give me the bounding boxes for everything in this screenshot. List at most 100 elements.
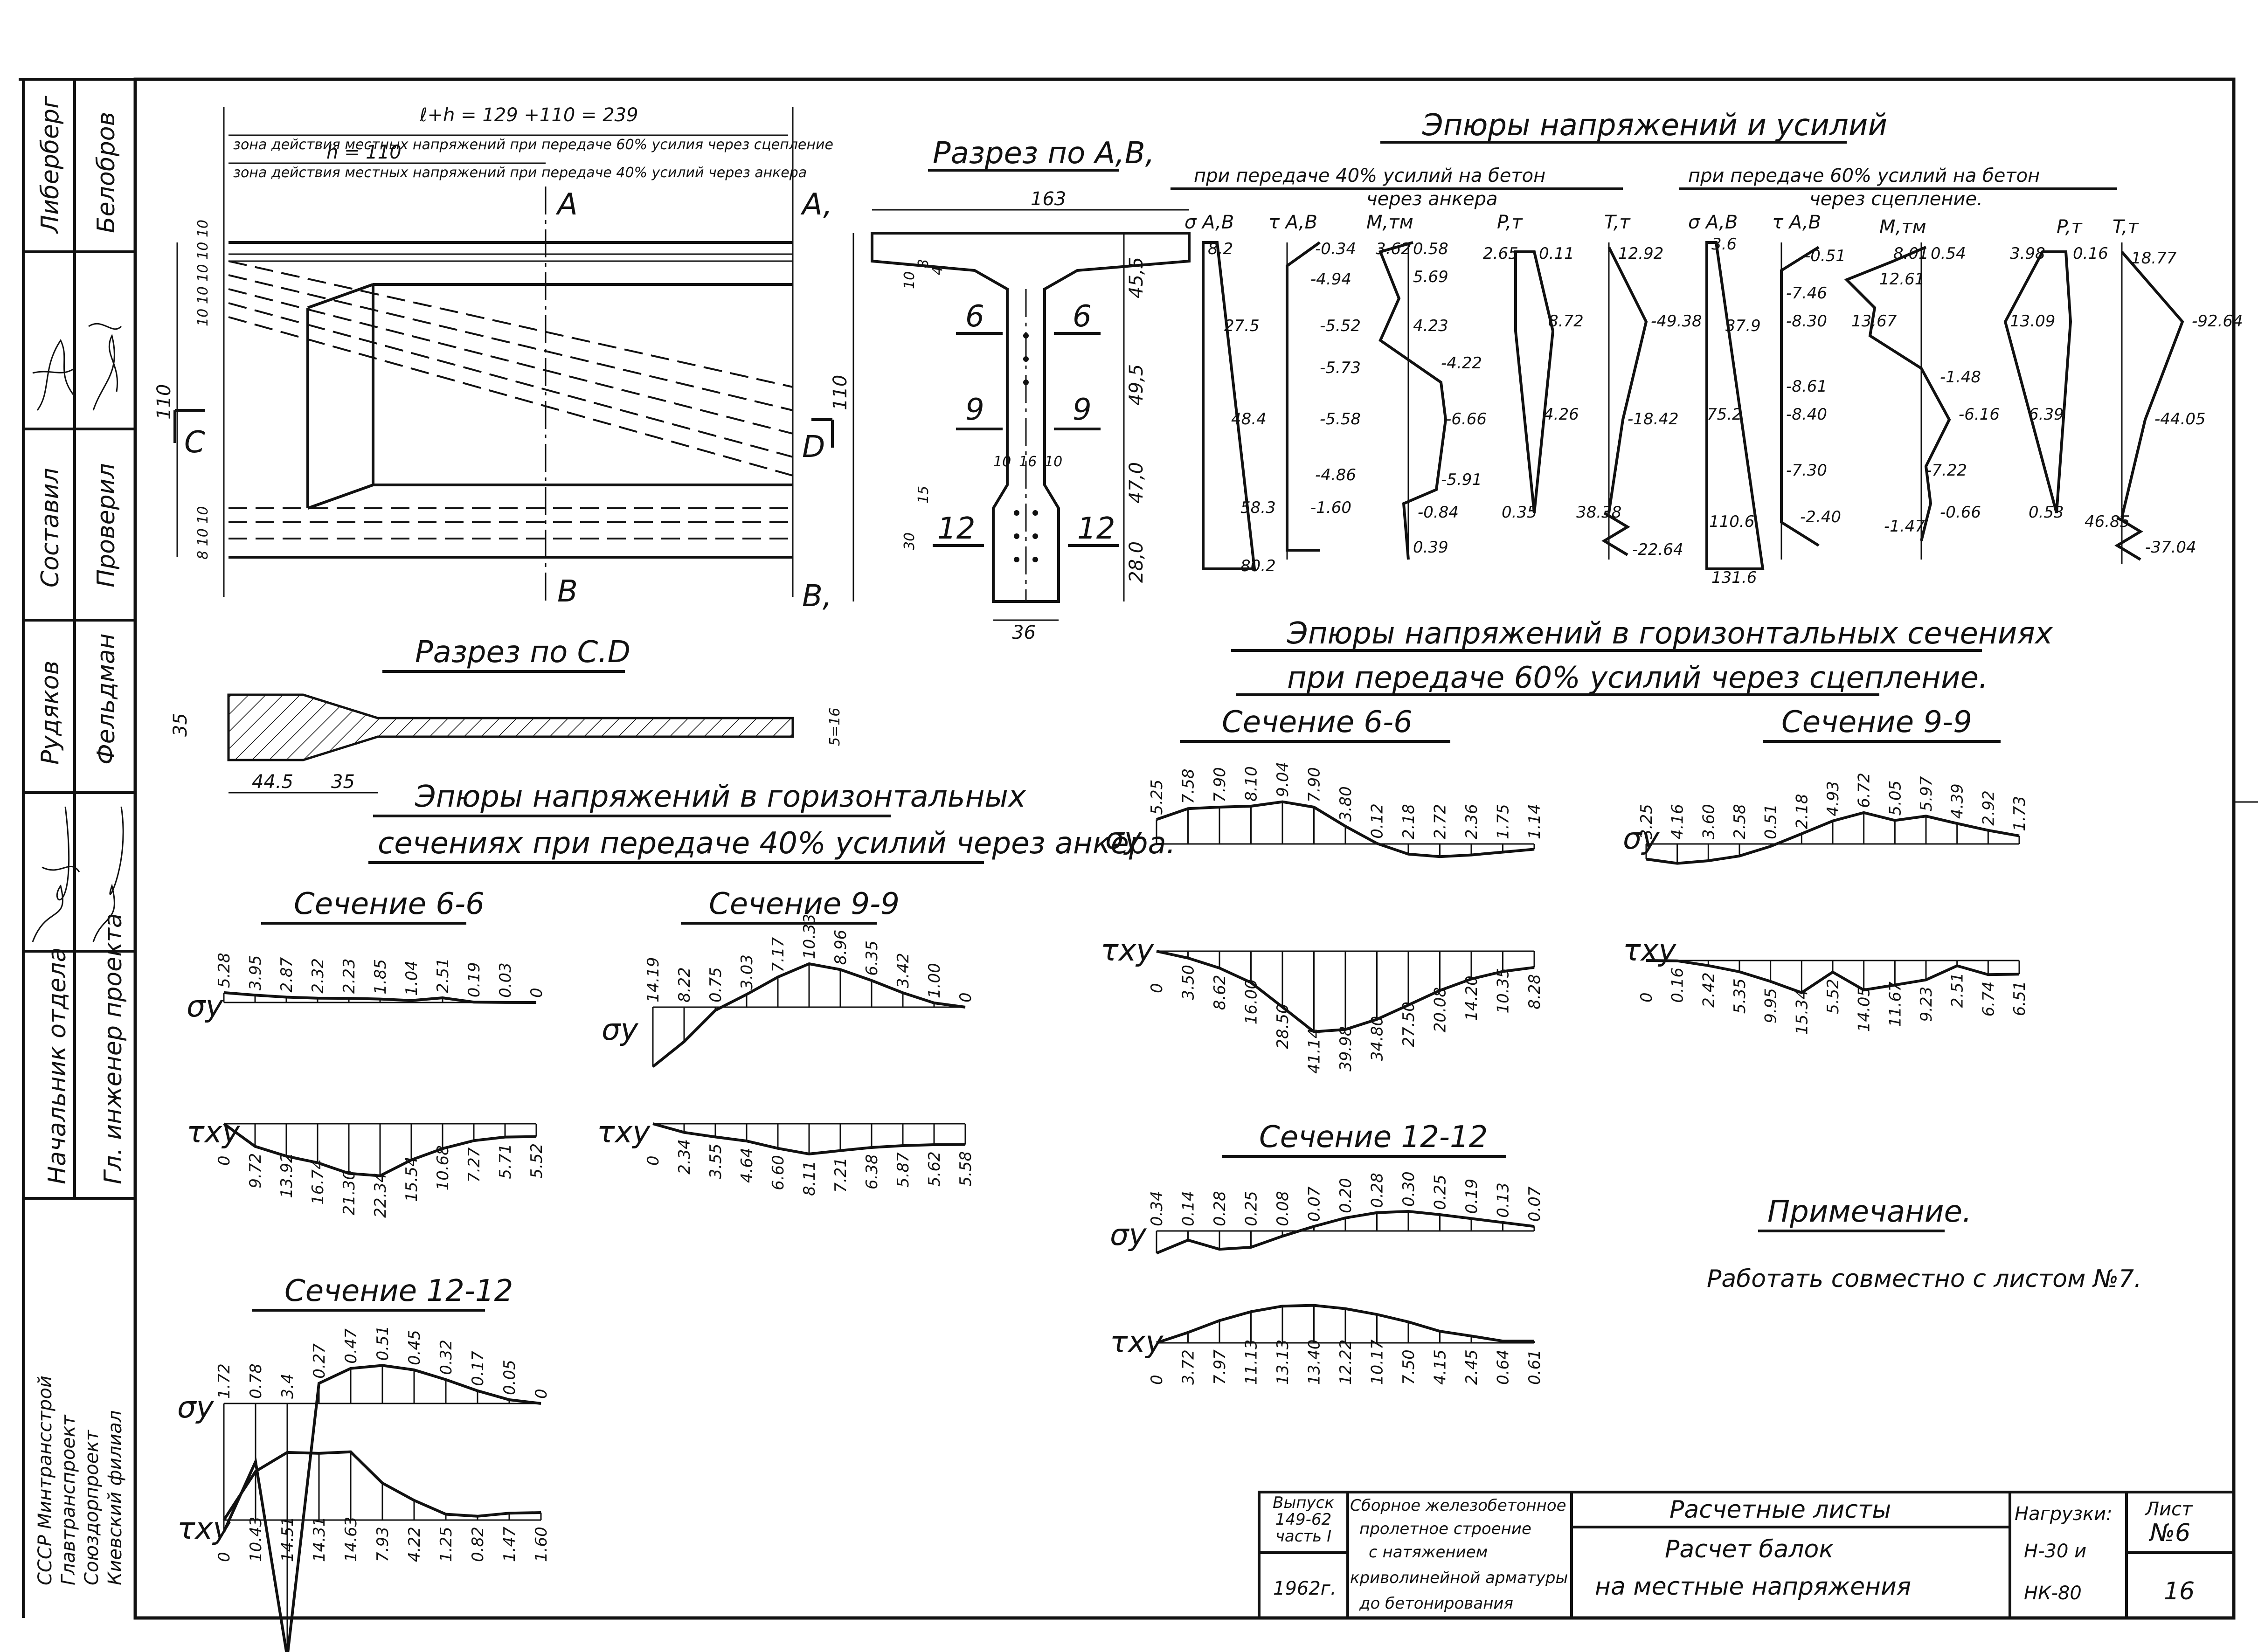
horiz60-title1: Эпюры напряжений в горизонтальных сечени…: [1287, 616, 2053, 651]
sidebar-dept-1: Начальник отдела: [43, 947, 71, 1184]
diagram-value-label: 3.42: [894, 953, 913, 988]
web-dim-1: 10: [993, 454, 1011, 470]
diagram-value-label: 5.52: [1824, 979, 1842, 1014]
diagram-value-label: 0: [215, 1552, 234, 1562]
web-dim-2: 16: [1019, 454, 1037, 470]
diagram-value-label: 0.30: [1399, 1171, 1418, 1207]
signature-3: [32, 806, 80, 942]
section-ab-height: 110: [830, 375, 851, 410]
stamp-page: 16: [2164, 1577, 2195, 1605]
diagram-value-label: 8.96: [831, 930, 850, 965]
diagram-value-label: 0.05: [500, 1360, 519, 1395]
diagram-value-label: 0.28: [1368, 1173, 1387, 1208]
g60-sigma-v4: 110.6: [1709, 512, 1754, 531]
g60-tau-v5: -8.40: [1786, 405, 1827, 424]
diagram-value-label: 0: [956, 992, 975, 1002]
h60-s1212-txy-label: τxy: [1110, 1325, 1164, 1360]
diagram-value-label: 6.51: [2010, 981, 2029, 1016]
h60-s99-txy-label: τxy: [1623, 933, 1676, 968]
g40-m-v5: -4.22: [1441, 354, 1482, 373]
diagram-value-label: 0.32: [437, 1340, 456, 1375]
diagram-value-label: 7.58: [1179, 768, 1198, 804]
diagram-value-label: 9.95: [1762, 988, 1780, 1023]
diagram-value-label: 0.34: [1148, 1191, 1166, 1226]
diagram-value-label: 0.25: [1431, 1175, 1450, 1210]
stamp-sheet-label: Лист: [2144, 1499, 2193, 1520]
diagram-value-label: 2.18: [1793, 794, 1811, 829]
signature-4: [92, 806, 124, 942]
beam-elevation: ℓ+h = 129 +110 = 239 зона действия местн…: [153, 104, 834, 614]
diagram-value-label: 2.87: [277, 957, 296, 992]
g60-sigma-v2: 37.9: [1725, 317, 1761, 335]
diagram-value-label: 14.19: [644, 957, 663, 1002]
section-ab-title: Разрез по А,В,: [933, 136, 1155, 171]
diagram-value-label: 8.10: [1242, 766, 1261, 802]
diagram-value-label: 7.21: [831, 1157, 850, 1193]
web-dim-3: 10: [1045, 454, 1062, 470]
diagram-value-label: 3.50: [1179, 965, 1198, 1000]
g60-t-v1: 18.77: [2131, 249, 2177, 268]
g40-tau-v2: -4.94: [1310, 270, 1351, 289]
g40-tau-v7: -1.60: [1310, 498, 1351, 517]
diagram-value-label: 16.00: [1242, 979, 1261, 1024]
diagram-value-label: 14.05: [1855, 987, 1874, 1032]
g60-m-v8: -1.47: [1884, 517, 1925, 536]
cd-dim-35-left: 35: [170, 713, 191, 737]
section-ab-bottom: 36: [1012, 622, 1036, 643]
h40-s99-title: Сечение 9-9: [709, 887, 900, 921]
sidebar-org-1: СССР Минтрансстрой: [35, 1376, 56, 1585]
diagram-value-label: 10.17: [1368, 1339, 1387, 1385]
g40-p-v4: 4.26: [1544, 405, 1579, 424]
diagram-value-label: 0.27: [310, 1343, 329, 1379]
diagram-value-label: 4.64: [738, 1147, 756, 1183]
g40-tau-v5: -5.58: [1320, 410, 1361, 429]
stamp-subject-2: на местные напряжения: [1595, 1573, 1911, 1601]
horiz40: Эпюры напряжений в горизонтальных сечени…: [177, 780, 1176, 1652]
h60-s66-txy-label: τxy: [1101, 933, 1154, 968]
diagram-value-label: 13.40: [1305, 1340, 1324, 1385]
h40-s66-title: Сечение 6-6: [294, 887, 485, 921]
diagram-value-label: 16.74: [309, 1159, 327, 1204]
diagram-value-label: 2.32: [309, 958, 327, 994]
diagram-value-label: 7.97: [1211, 1349, 1229, 1385]
stamp-sheet-type: Расчетные листы: [1669, 1496, 1891, 1524]
diagram-value-label: 0.13: [1494, 1182, 1513, 1218]
diagram-value-label: 7.90: [1305, 767, 1324, 802]
diagram-value-label: 14.63: [342, 1517, 360, 1562]
cd-dim-right: 5=16: [827, 708, 843, 746]
g60-t-label: T,т: [2113, 216, 2139, 238]
diagram-value-label: 10.33: [800, 914, 819, 959]
diagram-value-label: 0: [1148, 1375, 1166, 1385]
diagram-value-label: 8.11: [800, 1161, 819, 1196]
diagram-curve: [222, 1450, 541, 1521]
diagram-value-label: 7.93: [374, 1527, 392, 1562]
diagram-value-label: 0: [1148, 983, 1166, 993]
dim-right-1: 45,5: [1126, 257, 1147, 298]
diagram-value-label: 6.38: [863, 1154, 881, 1189]
stamp-descr-5: до бетонирования: [1359, 1594, 1513, 1613]
diagram-value-label: 6.74: [1979, 982, 1998, 1017]
diagram-value-label: 1.73: [2010, 796, 2029, 831]
diagram-value-label: 0.20: [1337, 1178, 1355, 1213]
sidebar-role-6: Фельдман: [92, 633, 120, 765]
stamp-issue: Выпуск 149-62 часть I: [1273, 1494, 1334, 1546]
signature-1: [32, 339, 76, 411]
diagram-value-label: 41.14: [1305, 1028, 1324, 1073]
diagram-value-label: 4.22: [405, 1527, 424, 1562]
diagram-value-label: 7.50: [1399, 1349, 1418, 1385]
note-title: Примечание.: [1767, 1195, 1972, 1229]
label-C: C: [184, 425, 205, 460]
diagram-value-label: 0.19: [1462, 1179, 1481, 1214]
diagram-value-label: 1.72: [215, 1363, 234, 1399]
diagram-curve: [652, 1122, 966, 1155]
section-cd-title: Разрез по С.D: [415, 635, 630, 670]
diagram-value-label: 1.25: [437, 1527, 456, 1562]
diagram-value-label: 4.39: [1948, 783, 1967, 819]
g60-p-v4: 6.39: [2029, 405, 2064, 424]
diagram-curve: [223, 991, 537, 1004]
g60-t-v3: -44.05: [2154, 410, 2206, 429]
h40-s66-sy-label: σy: [187, 989, 224, 1024]
